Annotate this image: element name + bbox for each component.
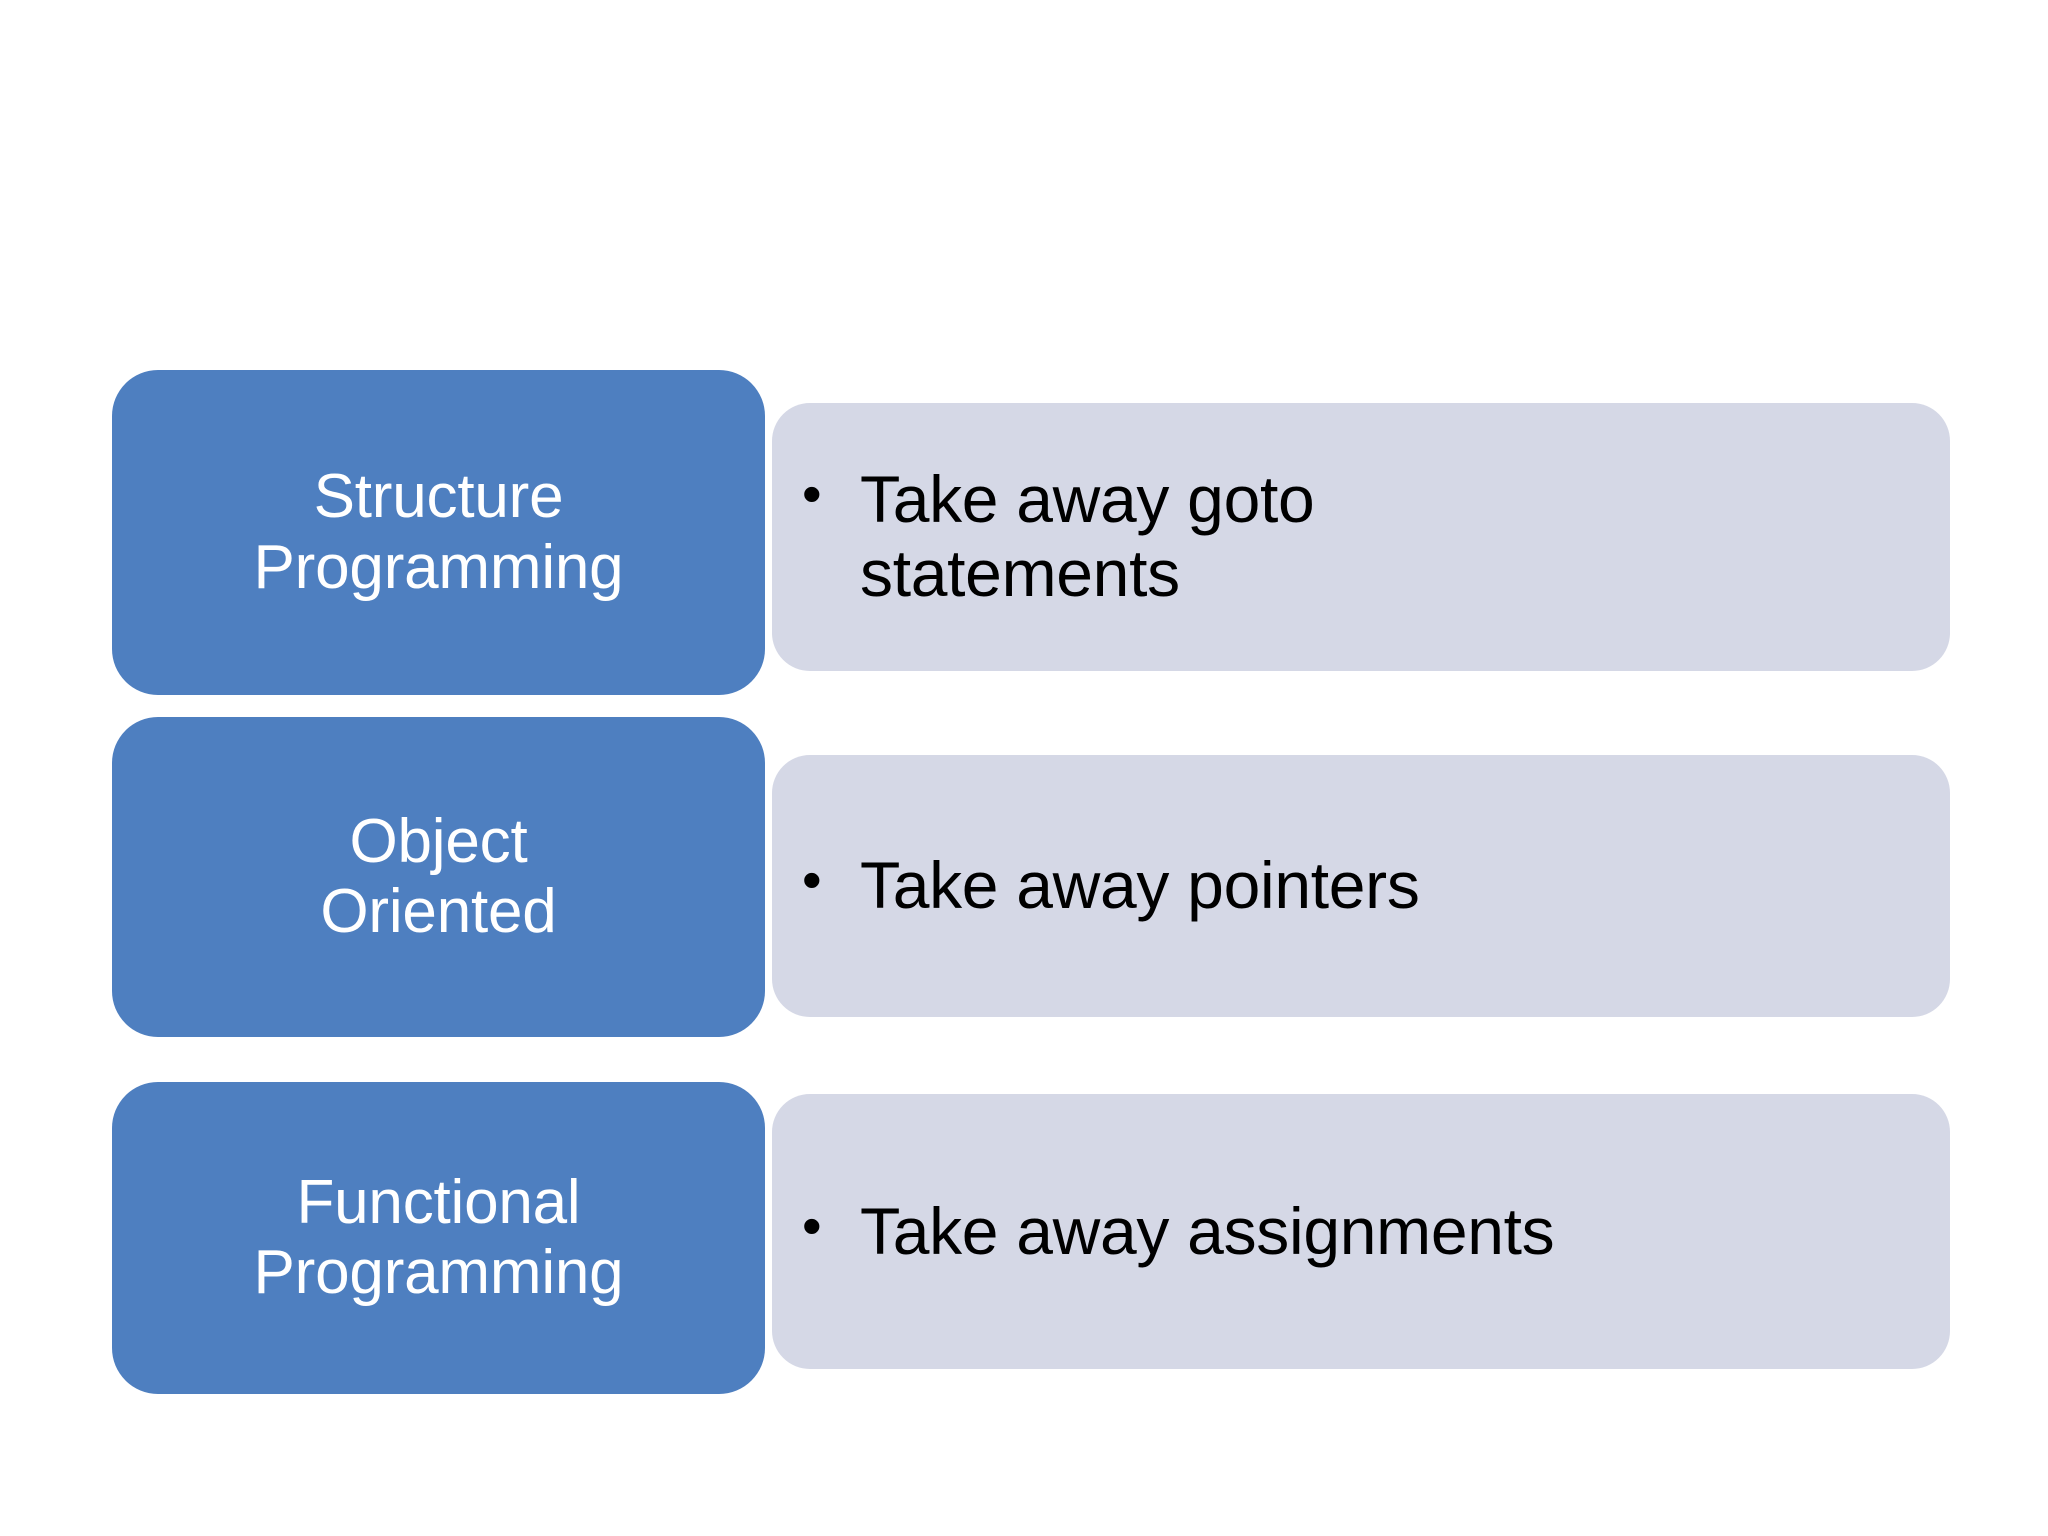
bullet-line: • Take away goto statements — [802, 462, 1315, 611]
category-label-box[interactable]: Structure Programming — [112, 370, 765, 695]
detail-box[interactable]: • Take away assignments — [772, 1094, 1950, 1369]
category-label-text: Functional Programming — [253, 1167, 624, 1307]
detail-text: Take away goto statements — [860, 462, 1315, 610]
bullet-line: • Take away assignments — [802, 1193, 1555, 1269]
category-label-text: Structure Programming — [253, 462, 624, 602]
detail-text: Take away assignments — [860, 1193, 1555, 1268]
detail-box[interactable]: • Take away pointers — [772, 755, 1950, 1017]
bullet-point-icon: • — [802, 848, 822, 912]
detail-text: Take away pointers — [860, 848, 1420, 923]
category-label-text: Object Oriented — [320, 806, 557, 946]
detail-box[interactable]: • Take away goto statements — [772, 403, 1950, 671]
bullet-line: • Take away pointers — [802, 848, 1420, 923]
bullet-point-icon: • — [802, 1193, 822, 1257]
bullet-point-icon: • — [802, 462, 822, 526]
category-label-box[interactable]: Object Oriented — [112, 717, 765, 1037]
category-label-box[interactable]: Functional Programming — [112, 1082, 765, 1394]
